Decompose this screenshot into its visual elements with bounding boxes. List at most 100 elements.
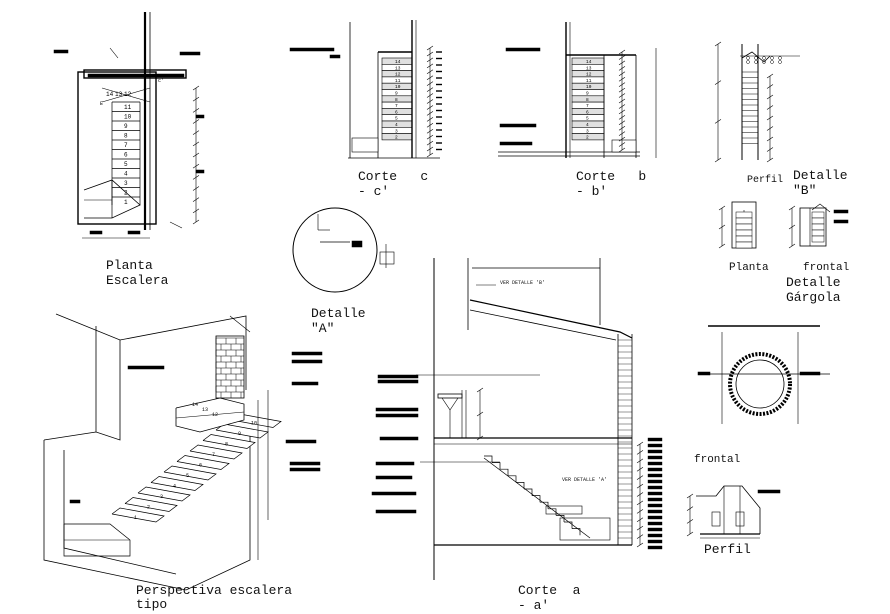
stair-number: 14 (586, 59, 592, 65)
line (618, 131, 626, 136)
polyline (500, 468, 509, 476)
line (169, 221, 183, 229)
rect (647, 437, 663, 442)
stair-number: 3 (124, 180, 128, 187)
polyline (696, 485, 761, 534)
rect (799, 207, 827, 247)
perspectiva-title-2: tipo (136, 597, 168, 612)
polyline (469, 299, 633, 339)
line (636, 517, 644, 522)
polyline (469, 309, 617, 341)
line (618, 147, 626, 153)
line (426, 99, 434, 104)
stair-number: 12 (586, 72, 592, 78)
rect (379, 251, 395, 265)
line (192, 197, 200, 202)
line (618, 87, 626, 93)
stair-number: 8 (124, 133, 128, 140)
circle (746, 60, 750, 64)
line (766, 157, 774, 163)
stair-number: 4 (586, 122, 589, 128)
circle (754, 60, 758, 64)
line (192, 96, 200, 102)
line (618, 136, 626, 142)
stair-number: 9 (238, 431, 241, 437)
rect (647, 491, 663, 496)
rect (735, 229, 753, 237)
line (714, 157, 722, 163)
perfil-bottom-label: Perfil (704, 542, 751, 557)
polyline (441, 397, 451, 438)
line (718, 224, 726, 230)
line (714, 41, 722, 47)
line (175, 411, 245, 419)
perfil-detalle-b-drawing (714, 41, 849, 249)
line (766, 126, 774, 131)
line (718, 205, 726, 211)
rect (375, 509, 417, 514)
polyline (189, 444, 243, 460)
stair-number: 6 (124, 152, 128, 159)
frontal-bottom-label: frontal (694, 454, 741, 466)
line (476, 411, 484, 417)
line (476, 435, 484, 441)
rect (127, 230, 141, 235)
rect (377, 379, 419, 384)
line (192, 219, 200, 225)
line (192, 108, 200, 113)
stair-number: 6 (395, 109, 398, 115)
rect (499, 123, 537, 128)
rect (437, 393, 463, 399)
rect (375, 461, 415, 466)
circle (762, 56, 766, 60)
polyline (492, 462, 501, 470)
line (636, 534, 644, 539)
detalle-a-title-2: "A" (311, 321, 335, 336)
rect (735, 241, 753, 249)
stair-number: 8 (225, 442, 228, 448)
line (636, 500, 644, 506)
rect (811, 223, 825, 231)
line (766, 94, 774, 100)
line (192, 141, 200, 147)
polyline (811, 203, 831, 213)
stair-number: 7 (586, 103, 589, 109)
line (618, 93, 626, 98)
stair-number: 5 (124, 161, 128, 168)
rect (377, 374, 419, 379)
line (686, 506, 694, 511)
polyline (55, 313, 247, 390)
line (788, 224, 796, 230)
line (426, 146, 434, 152)
line (636, 483, 644, 489)
line (426, 128, 434, 134)
corte-c-title-1: Corte c (358, 169, 429, 184)
rect (833, 209, 849, 214)
rect (351, 137, 379, 153)
rect (351, 240, 363, 248)
stair-number: 9 (586, 91, 589, 97)
rect (647, 485, 663, 490)
polyline (532, 495, 541, 503)
rect (179, 51, 201, 56)
rect (647, 497, 663, 502)
line (766, 73, 774, 79)
stair-number: 7 (124, 142, 128, 149)
stair-number: 9 (124, 123, 128, 130)
line (636, 542, 644, 548)
rect (127, 365, 165, 370)
polyline (484, 455, 493, 463)
line (636, 492, 644, 497)
line (192, 130, 200, 135)
rect (559, 517, 611, 541)
stair-number: 7 (395, 103, 398, 109)
line (426, 134, 434, 140)
polyline (83, 179, 141, 219)
rect (697, 371, 711, 376)
polyline (137, 486, 191, 502)
rect (375, 407, 419, 412)
polyline (564, 521, 573, 529)
line (686, 519, 694, 524)
